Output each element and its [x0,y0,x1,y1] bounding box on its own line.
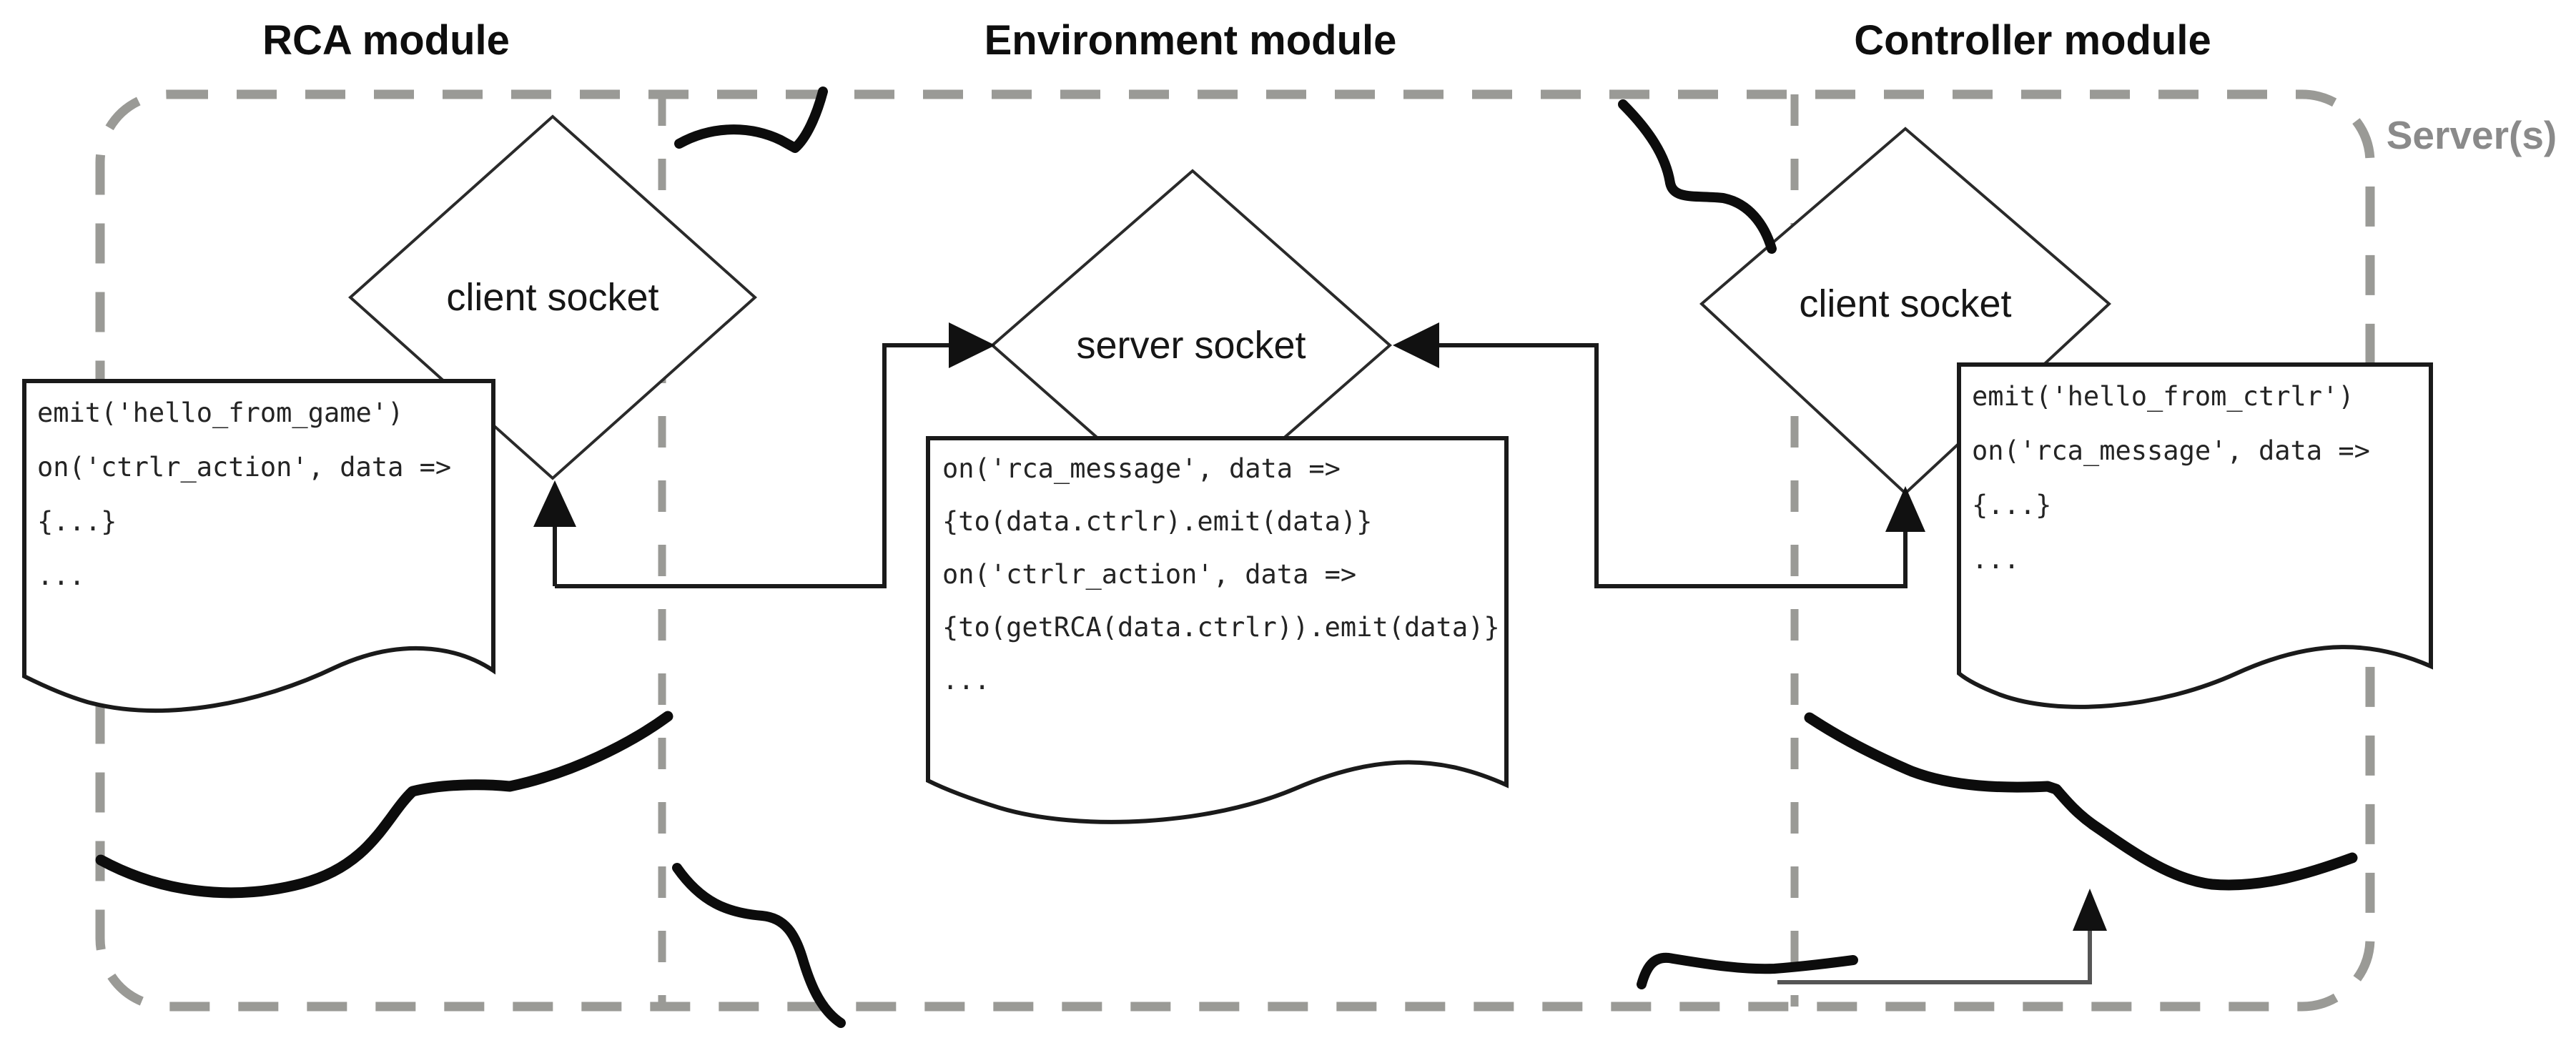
hand-stroke-bottom-center-icon [672,863,846,1028]
hand-stroke-bottom-right-icon [1804,712,2358,891]
arrowhead-into-controller-client-icon [1885,486,1925,532]
code-line: ... [1972,544,2020,575]
code-line: {to(data.ctrlr).emit(data)} [942,506,1372,537]
hand-stroke-bottom-left-icon [95,711,673,899]
controller-code-box [1957,362,2433,709]
code-line: {...} [1972,490,2051,520]
code-line: on('ctrlr_action', data => [37,452,451,483]
code-line: ... [942,665,990,696]
arrowhead-into-rca-client-icon [533,480,576,527]
rca-connector-line [555,343,955,588]
code-line: {to(getRCA(data.ctrlr)).emit(data)} [942,612,1500,643]
controller-module-title: Controller module [1854,17,2211,64]
controller-connector-line [1433,343,1908,588]
environment-code-box [926,436,1509,824]
rca-code-lines: emit('hello_from_game') on('ctrlr_action… [37,397,451,591]
hand-stroke-bottom-divider-icon [1637,952,1858,989]
arrowhead-into-server-left-icon [949,322,995,368]
environment-code-lines: on('rca_message', data => {to(data.ctrlr… [942,453,1500,696]
code-line: emit('hello_from_ctrlr') [1972,381,2354,412]
arrowhead-bottom-right-icon [2073,889,2107,931]
code-line: on('rca_message', data => [1972,435,2370,467]
servers-label: Server(s) [2387,113,2557,157]
environment-module-title: Environment module [984,17,1397,64]
bottom-gray-line [1777,929,2092,984]
hand-stroke-top-right-icon [1618,99,1777,254]
hand-stroke-top-left-icon [674,86,828,153]
code-line: ... [37,560,85,591]
controller-to-server-connector [1393,322,1925,588]
controller-code-lines: emit('hello_from_ctrlr') on('rca_message… [1972,381,2370,575]
hand-drawn-annotations [95,86,2358,1028]
code-line: emit('hello_from_game') [37,397,403,429]
rca-client-socket-label: client socket [446,276,658,319]
rca-code-box [22,379,495,713]
rca-module-title: RCA module [262,17,510,64]
code-line: on('ctrlr_action', data => [942,559,1356,590]
bottom-right-connector [1777,889,2107,984]
code-line: on('rca_message', data => [942,453,1341,485]
rca-to-server-connector [533,322,995,588]
arrowhead-into-server-right-icon [1393,322,1439,368]
code-line: {...} [37,506,117,537]
controller-client-socket-label: client socket [1799,282,2011,325]
environment-server-socket-label: server socket [1076,324,1306,367]
